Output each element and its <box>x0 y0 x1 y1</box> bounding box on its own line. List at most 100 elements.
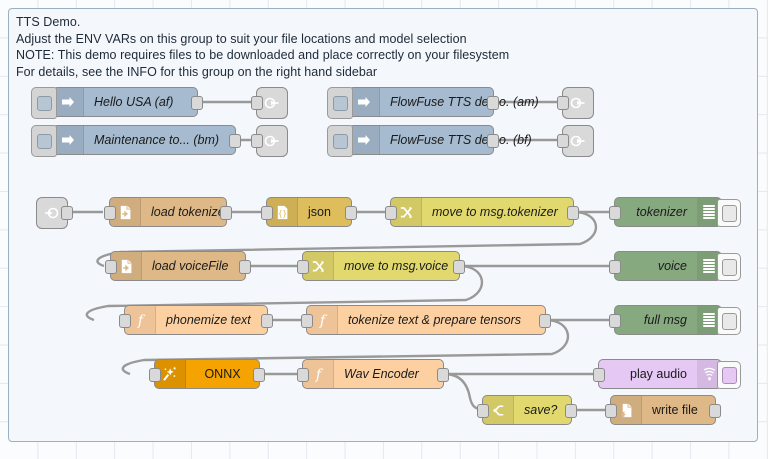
link-out-node-2[interactable] <box>251 125 288 157</box>
output-port[interactable] <box>253 368 265 382</box>
input-port[interactable] <box>477 404 489 418</box>
node-label: load voiceFile <box>152 259 229 273</box>
debug-toggle-button[interactable] <box>717 307 741 335</box>
group-comment-line-3: NOTE: This demo requires files to be dow… <box>16 48 510 62</box>
node-write-file[interactable]: write file <box>605 395 721 425</box>
input-port[interactable] <box>609 206 621 220</box>
node-debug-tokenizer[interactable]: tokenizer <box>609 197 741 227</box>
node-debug-full-msg[interactable]: full msg <box>609 305 741 335</box>
inject-node-maintenance-bm[interactable]: Maintenance to... (bm) <box>31 125 241 157</box>
input-port[interactable] <box>301 314 313 328</box>
svg-text:f: f <box>314 367 323 383</box>
output-port[interactable] <box>239 260 251 274</box>
node-label: Wav Encoder <box>344 367 419 381</box>
input-port[interactable] <box>149 368 161 382</box>
output-port[interactable] <box>191 96 203 110</box>
input-port[interactable] <box>297 260 309 274</box>
node-onnx[interactable]: ONNX <box>149 359 265 389</box>
inject-label: Hello USA (af) <box>94 95 174 109</box>
node-wav-encoder[interactable]: f Wav Encoder <box>297 359 449 389</box>
output-port[interactable] <box>437 368 449 382</box>
output-port[interactable] <box>567 206 579 220</box>
inject-label: Maintenance to... (bm) <box>94 133 220 147</box>
input-port[interactable] <box>557 96 569 110</box>
inject-button-flowfuse-bf[interactable] <box>327 125 353 157</box>
input-port[interactable] <box>385 206 397 220</box>
input-port[interactable] <box>119 314 131 328</box>
node-label: save? <box>524 403 558 417</box>
group-comment-line-1: TTS Demo. <box>16 15 81 29</box>
output-port[interactable] <box>453 260 465 274</box>
inject-node-hello-usa[interactable]: Hello USA (af) <box>31 87 203 119</box>
input-port[interactable] <box>251 134 263 148</box>
node-label: ONNX <box>204 367 241 381</box>
link-out-node-4[interactable] <box>557 125 594 157</box>
input-port[interactable] <box>593 368 605 382</box>
node-load-voicefile[interactable]: load voiceFile <box>105 251 251 281</box>
svg-text:f: f <box>318 313 327 329</box>
inject-button-flowfuse-am[interactable] <box>327 87 353 119</box>
node-label: move to msg.tokenizer <box>432 205 558 219</box>
debug-toggle-button[interactable] <box>717 199 741 227</box>
inject-label: FlowFuse TTS demo. (bf) <box>390 133 532 147</box>
node-label: tokenize text & prepare tensors <box>348 313 522 327</box>
node-play-audio[interactable]: play audio <box>593 359 741 389</box>
inject-arrow-icon <box>349 126 380 154</box>
output-port[interactable] <box>220 206 232 220</box>
input-port[interactable] <box>557 134 569 148</box>
input-port[interactable] <box>605 404 617 418</box>
inject-button-maintenance-bm[interactable] <box>31 125 57 157</box>
input-port[interactable] <box>609 314 621 328</box>
link-in-node[interactable] <box>36 197 73 229</box>
inject-node-flowfuse-am[interactable]: FlowFuse TTS demo. (am) <box>327 87 539 119</box>
node-phonemize-text[interactable]: f phonemize text <box>119 305 273 335</box>
inject-button-hello-usa[interactable] <box>31 87 57 119</box>
node-move-to-msg-tokenizer[interactable]: move to msg.tokenizer <box>385 197 579 227</box>
node-tokenize-text-prepare-tensors[interactable]: f tokenize text & prepare tensors <box>301 305 551 335</box>
link-in-icon <box>43 204 61 222</box>
link-out-node-3[interactable] <box>557 87 594 119</box>
output-port[interactable] <box>565 404 577 418</box>
node-json[interactable]: {} json <box>261 197 357 227</box>
output-port[interactable] <box>261 314 273 328</box>
output-port[interactable] <box>61 206 73 220</box>
inject-arrow-icon <box>53 88 84 116</box>
input-port[interactable] <box>261 206 273 220</box>
svg-text:{}: {} <box>277 208 286 217</box>
input-port[interactable] <box>104 206 116 220</box>
node-load-tokenizer[interactable]: load tokenizer <box>104 197 232 227</box>
node-label: load tokenizer <box>151 205 229 219</box>
link-out-icon <box>263 94 281 112</box>
input-port[interactable] <box>297 368 309 382</box>
node-label: json <box>308 205 331 219</box>
node-label: phonemize text <box>166 313 251 327</box>
node-label: tokenizer <box>636 205 687 219</box>
link-out-icon <box>569 94 587 112</box>
debug-toggle-button[interactable] <box>717 253 741 281</box>
output-port[interactable] <box>539 314 551 328</box>
node-debug-voice[interactable]: voice <box>609 251 741 281</box>
node-label: full msg <box>643 313 687 327</box>
node-move-to-msg-voice[interactable]: move to msg.voice <box>297 251 465 281</box>
inject-arrow-icon <box>53 126 84 154</box>
svg-text:f: f <box>136 313 145 329</box>
node-label: move to msg.voice <box>344 259 449 273</box>
inject-node-flowfuse-bf[interactable]: FlowFuse TTS demo. (bf) <box>327 125 532 157</box>
node-label: play audio <box>630 367 687 381</box>
node-label: write file <box>652 403 698 417</box>
output-port[interactable] <box>487 96 499 110</box>
node-save-switch[interactable]: save? <box>477 395 577 425</box>
input-port[interactable] <box>251 96 263 110</box>
input-port[interactable] <box>105 260 117 274</box>
output-port[interactable] <box>709 404 721 418</box>
audio-toggle-button[interactable] <box>717 361 741 389</box>
node-label: voice <box>657 259 687 273</box>
output-port[interactable] <box>229 134 241 148</box>
output-port[interactable] <box>487 134 499 148</box>
output-port[interactable] <box>345 206 357 220</box>
link-out-icon <box>263 132 281 150</box>
link-out-node-1[interactable] <box>251 87 288 119</box>
input-port[interactable] <box>609 260 621 274</box>
group-comment-line-2: Adjust the ENV VARs on this group to sui… <box>16 31 467 46</box>
